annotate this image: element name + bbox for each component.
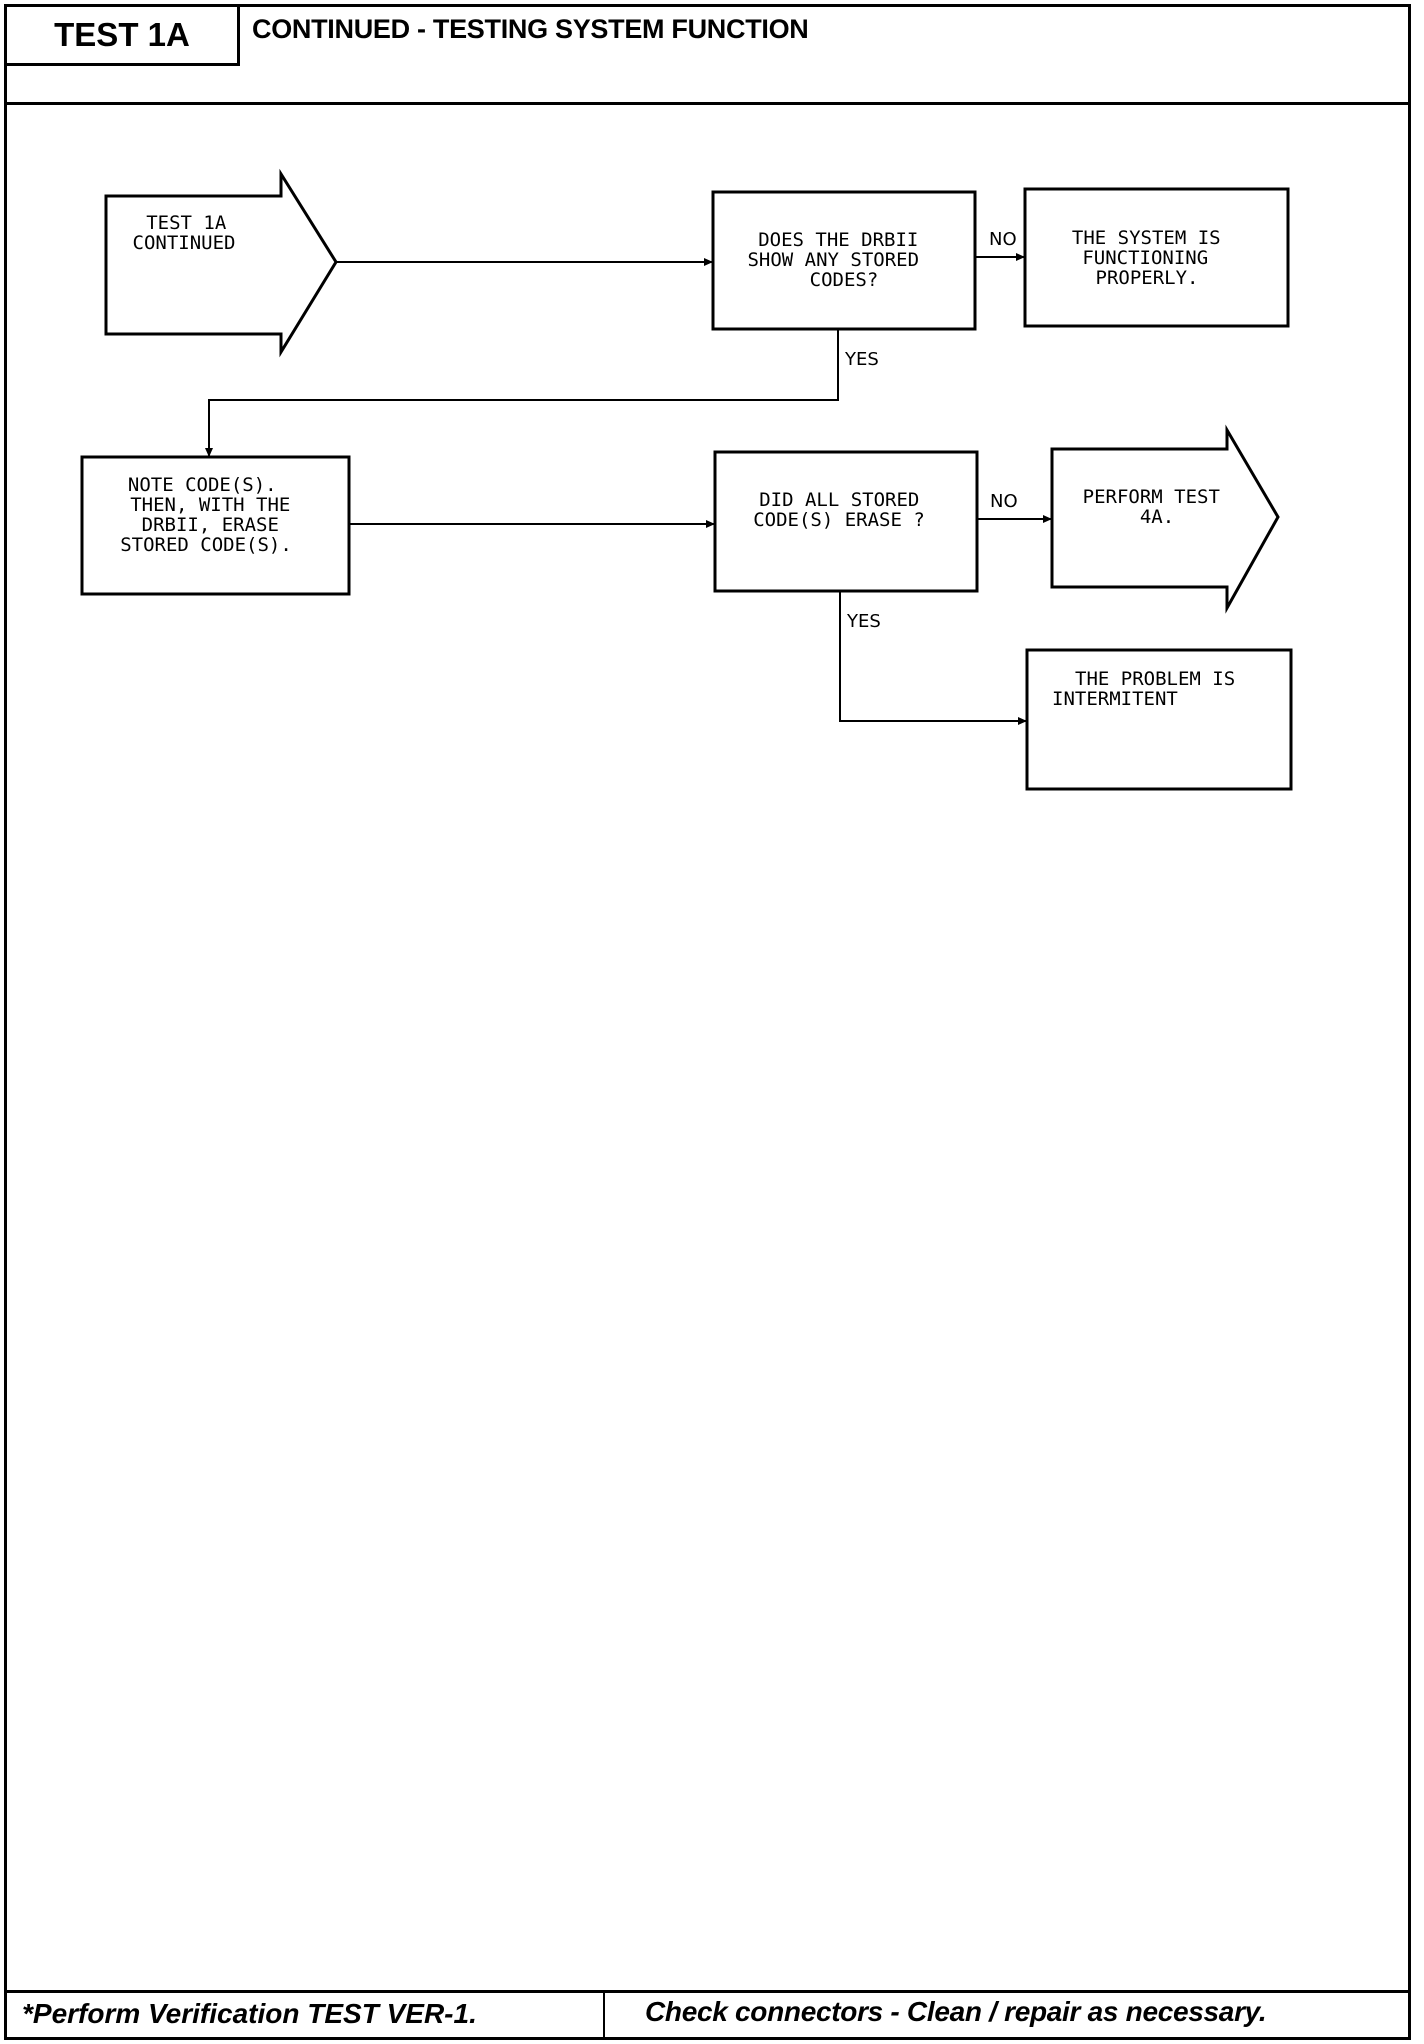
page-title: CONTINUED - TESTING SYSTEM FUNCTION bbox=[252, 14, 809, 44]
action-note-codes-text: NOTE CODE(S). THEN, WITH THE DRBII, ERAS… bbox=[120, 474, 302, 556]
connector-decision1-yes bbox=[205, 329, 839, 457]
perform-test-line: 4A. bbox=[1140, 506, 1174, 528]
start-arrow-line: CONTINUED bbox=[133, 232, 236, 254]
decision-stored-codes-text: DOES THE DRBII SHOW ANY STORED CODES? bbox=[747, 229, 930, 291]
decision-codes-erased-line: DID ALL STORED bbox=[759, 489, 919, 511]
result-functioning-line: THE SYSTEM IS bbox=[1072, 227, 1221, 249]
result-intermittent-line: THE PROBLEM IS bbox=[1075, 668, 1235, 690]
result-intermittent-text: THE PROBLEM IS INTERMITENT bbox=[1052, 668, 1247, 710]
footer-divider bbox=[4, 1990, 1411, 1993]
result-functioning-line: PROPERLY. bbox=[1096, 267, 1199, 289]
decision-stored-codes-line: CODES? bbox=[810, 269, 879, 291]
action-note-codes-line: THEN, WITH THE bbox=[130, 494, 290, 516]
connectors-note: Check connectors - Clean / repair as nec… bbox=[645, 1996, 1267, 2027]
decision-box-codes-erased bbox=[713, 450, 979, 593]
decision-box-stored-codes bbox=[711, 190, 977, 331]
start-arrow-text: TEST 1A CONTINUED bbox=[133, 212, 238, 254]
footer-column-divider bbox=[603, 1990, 605, 2040]
action-note-codes-line: NOTE CODE(S). bbox=[128, 474, 277, 496]
header-divider bbox=[4, 102, 1411, 105]
decision-codes-erased-text: DID ALL STORED CODE(S) ERASE ? bbox=[753, 489, 931, 531]
result-functioning-text: THE SYSTEM IS FUNCTIONING PROPERLY. bbox=[1072, 227, 1232, 289]
action-note-codes-line: DRBII, ERASE bbox=[142, 514, 279, 536]
perform-test-text: PERFORM TEST 4A. bbox=[1083, 486, 1232, 528]
no-label: NO bbox=[990, 491, 1018, 512]
yes-label: YES bbox=[846, 611, 881, 632]
start-arrow-shape bbox=[104, 168, 338, 358]
decision-codes-erased-line: CODE(S) ERASE ? bbox=[753, 509, 925, 531]
start-arrow-line: TEST 1A bbox=[146, 212, 227, 234]
result-functioning-line: FUNCTIONING bbox=[1082, 247, 1208, 269]
decision-stored-codes-line: DOES THE DRBII bbox=[758, 229, 918, 251]
action-box-note-codes bbox=[80, 455, 351, 596]
test-id-box: TEST 1A bbox=[4, 4, 240, 66]
verification-note: *Perform Verification TEST VER-1. bbox=[22, 1998, 477, 2029]
yes-label: YES bbox=[844, 349, 879, 370]
action-note-codes-line: STORED CODE(S). bbox=[120, 534, 292, 556]
connector-decision2-yes bbox=[839, 591, 1027, 725]
test-id-label: TEST 1A bbox=[54, 16, 190, 53]
perform-test-arrow-shape bbox=[1050, 424, 1280, 614]
result-box-intermittent bbox=[1025, 648, 1293, 791]
page-frame bbox=[4, 4, 1411, 2040]
decision-stored-codes-line: SHOW ANY STORED bbox=[747, 249, 919, 271]
result-box-functioning bbox=[1023, 187, 1290, 328]
perform-test-line: PERFORM TEST bbox=[1083, 486, 1220, 508]
result-intermittent-line: INTERMITENT bbox=[1052, 688, 1178, 710]
no-label: NO bbox=[989, 229, 1017, 250]
